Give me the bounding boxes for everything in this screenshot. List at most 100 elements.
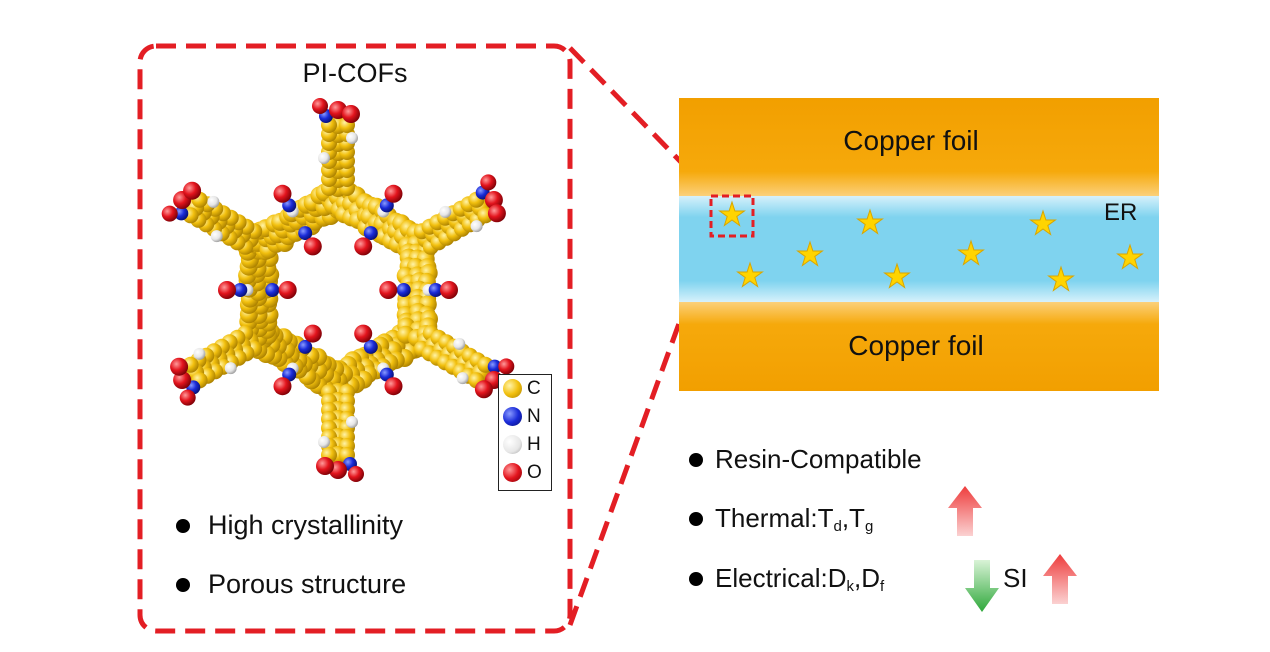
cof-structure [161,98,515,482]
atom-sphere [298,339,313,354]
star-icon [957,239,985,266]
atom-sphere [312,98,328,114]
atom-sphere [379,281,398,299]
feature-item: Porous structure [176,569,406,600]
atom-sphere [354,237,373,256]
atom-sphere [273,377,292,396]
atom-sphere [303,324,322,343]
carbon-ball-icon [503,379,522,398]
copper-foil-top-label: Copper foil [843,125,979,156]
nitrogen-ball-icon [503,407,522,426]
atom-sphere [210,230,223,243]
atom-sphere [498,358,515,375]
atom-sphere [439,205,452,218]
separator: , [841,503,850,533]
legend-row-nitrogen: N [501,405,551,431]
si-label: SI [1003,563,1028,593]
star-icon [1029,209,1057,236]
atom-sphere [480,174,497,191]
atom-sphere [456,372,469,385]
legend-label: H [527,434,541,455]
td-subscript: d [833,518,842,535]
bullet-icon [689,452,703,467]
down-arrow-icon [965,560,999,612]
filler-stars [718,200,1144,292]
atom-sphere [303,237,322,256]
df-subscript: f [880,578,885,595]
legend-label: C [527,378,541,399]
atom-sphere [207,195,220,208]
legend-row-oxygen: O [501,461,551,487]
atom-sphere [318,436,330,448]
atom-sphere [174,206,189,221]
resin-layer-label: ER [1104,199,1138,226]
star-icon [796,240,824,267]
df-symbol: D [861,563,880,593]
atom-sphere [179,389,196,406]
atom-sphere [265,283,280,297]
star-icon [883,262,911,289]
atom-sphere [487,204,506,223]
copper-foil-bottom-label: Copper foil [848,330,984,361]
atom-sphere [342,105,360,123]
separator: , [853,563,862,593]
atom-sphere [193,347,206,360]
atom-sphere [170,357,189,376]
tg-symbol: T [849,503,865,533]
atom-sphere [224,362,237,375]
atom-sphere [273,184,292,203]
feature-label: High crystallinity [208,510,404,540]
up-arrow-icon [948,486,982,536]
legend-label: O [527,462,542,483]
bullet-icon [689,571,703,586]
td-symbol: T [817,503,834,533]
atom-sphere [346,132,358,144]
legend-label: N [527,406,541,427]
hydrogen-ball-icon [503,435,522,454]
atom-sphere [354,324,373,343]
star-icon [1116,243,1144,270]
bullet-icon [176,518,190,533]
atom-sphere [316,457,334,475]
atom-sphere [440,281,458,299]
atom-sphere [384,184,403,203]
feature-item: High crystallinity [176,510,403,541]
bullet-icon [689,511,703,526]
property-label: Electrical: [715,563,828,593]
tg-subscript: g [864,518,874,535]
atom-sphere [428,283,443,297]
legend-row-carbon: C [501,377,551,403]
atom-sphere [346,416,358,428]
feature-label: Porous structure [208,569,407,599]
dk-symbol: D [827,563,847,593]
dk-subscript: k [846,578,854,595]
oxygen-ball-icon [503,463,522,482]
legend-row-hydrogen: H [501,433,551,459]
selection-box [709,194,755,238]
star-icon [736,261,764,288]
property-label: Thermal: [715,503,818,533]
copper-foil-bottom [679,302,1159,391]
atom-sphere [384,377,403,396]
atom-sphere [183,181,202,200]
atom-sphere [363,339,378,354]
cof-title: PI-COFs [302,58,408,88]
atom-sphere [474,380,493,399]
property-label: Resin-Compatible [715,444,922,474]
atom-sphere [487,359,502,374]
atom-sphere [278,281,297,299]
atom-sphere [298,226,313,241]
atom-sphere [363,226,378,241]
atom-sphere [453,337,466,350]
star-icon [856,208,884,235]
atom-sphere [233,283,248,297]
atom-sphere [348,466,364,482]
atom-legend: C N H O [498,374,552,491]
star-icon [718,200,746,227]
up-arrow-icon [1043,554,1077,604]
atom-sphere [470,220,483,233]
